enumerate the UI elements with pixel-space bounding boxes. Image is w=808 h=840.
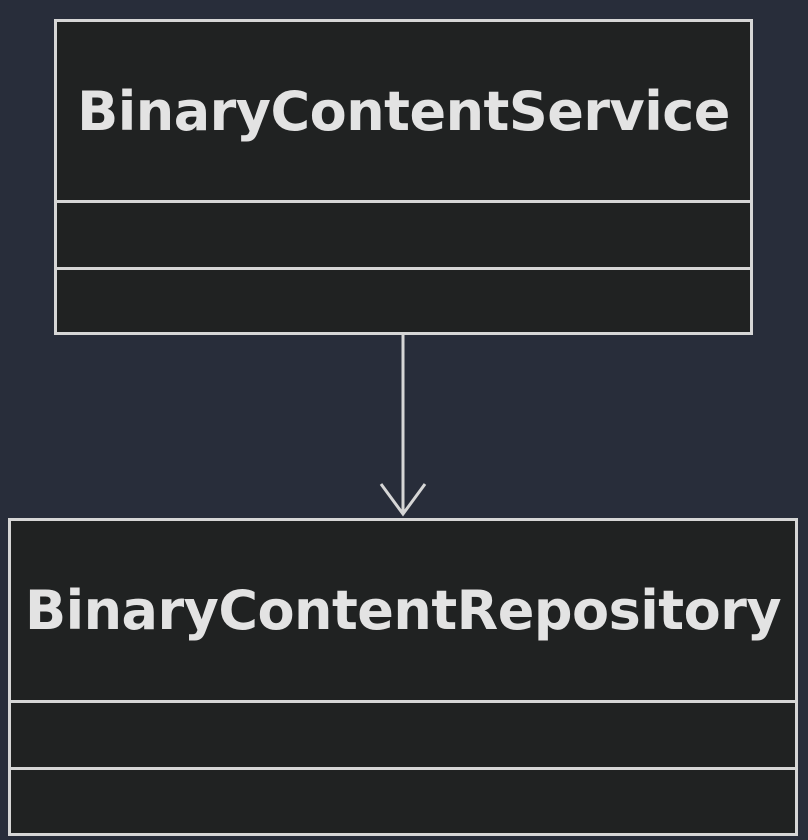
class-binary-content-service[interactable]: BinaryContentService — [54, 19, 753, 335]
methods-compartment — [57, 270, 750, 332]
attributes-compartment — [11, 703, 795, 770]
class-name-section: BinaryContentService — [57, 22, 750, 203]
methods-compartment — [11, 770, 795, 833]
class-name-section: BinaryContentRepository — [11, 521, 795, 703]
open-arrowhead-icon — [379, 483, 427, 517]
class-name: BinaryContentService — [77, 79, 730, 143]
attributes-compartment — [57, 203, 750, 270]
class-binary-content-repository[interactable]: BinaryContentRepository — [8, 518, 798, 836]
class-name: BinaryContentRepository — [24, 579, 782, 642]
